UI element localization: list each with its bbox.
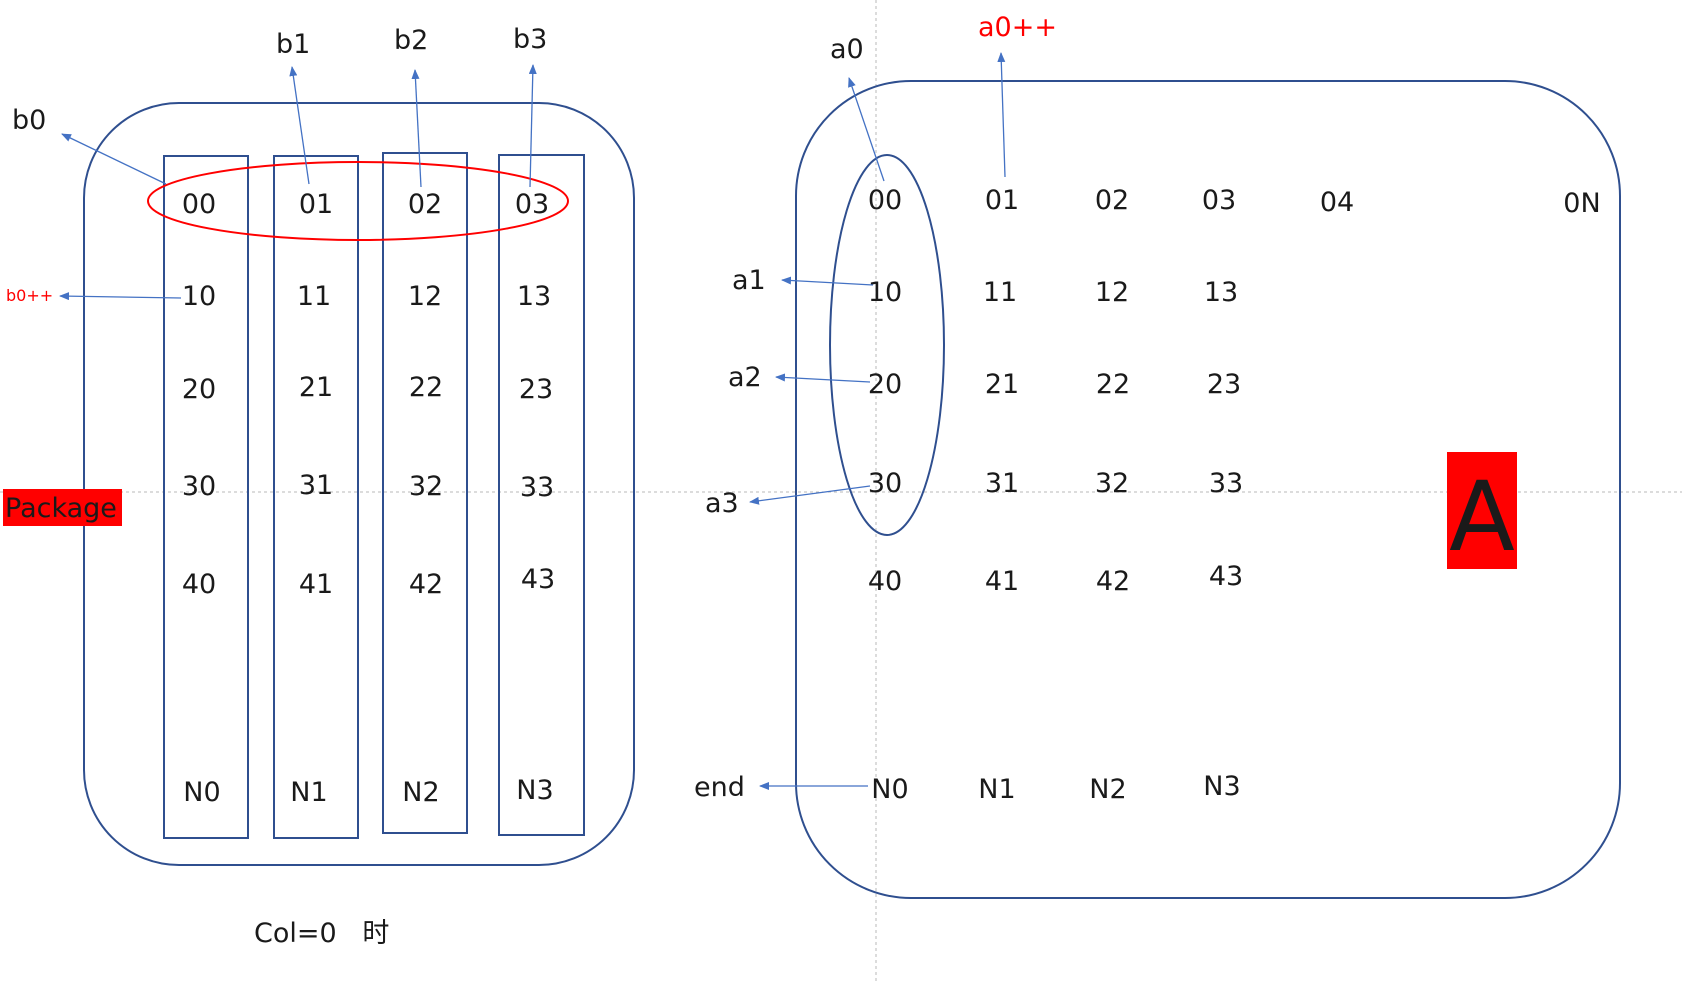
b3-label: b3 [513, 24, 547, 55]
left-cell: 13 [517, 281, 551, 312]
right-cell: 41 [985, 566, 1019, 597]
right-cell: 0N [1563, 188, 1600, 219]
left-column-1-box [273, 155, 359, 839]
left-cell: 30 [182, 471, 216, 502]
left-cell: 10 [182, 281, 216, 312]
left-cell: 42 [409, 569, 443, 600]
left-cell: N2 [402, 777, 439, 808]
left-package-frame [83, 102, 635, 866]
left-cell: 03 [515, 189, 549, 220]
b3-arrow [528, 64, 537, 188]
right-cell: 22 [1096, 369, 1130, 400]
a1-label: a1 [732, 265, 766, 296]
a3-label: a3 [705, 488, 739, 519]
left-first-row-highlight [147, 161, 569, 241]
right-cell: N0 [871, 774, 908, 805]
left-cell: 41 [299, 569, 333, 600]
left-cell: 12 [408, 281, 442, 312]
left-cell: 00 [182, 189, 216, 220]
right-cell: 02 [1095, 185, 1129, 216]
right-cell: 42 [1096, 566, 1130, 597]
caption: Col=0 时 [254, 918, 389, 949]
right-cell: 10 [868, 277, 902, 308]
left-column-3-box [498, 154, 585, 836]
end-label: end [694, 772, 745, 803]
left-cell: 31 [299, 470, 333, 501]
left-cell: 20 [182, 374, 216, 405]
right-cell: 21 [985, 369, 1019, 400]
right-cell: 40 [868, 566, 902, 597]
right-cell: 01 [985, 185, 1019, 216]
left-cell: N1 [290, 777, 327, 808]
left-cell: N3 [516, 775, 553, 806]
right-cell: 00 [868, 185, 902, 216]
b0-arrow [61, 133, 167, 185]
b1-label: b1 [276, 29, 310, 60]
b0-increment-label: b0++ [6, 286, 53, 305]
b0-increment-arrow [59, 292, 182, 301]
left-cell: 40 [182, 569, 216, 600]
left-cell: 23 [519, 374, 553, 405]
right-cell: 13 [1204, 277, 1238, 308]
right-cell: 20 [868, 369, 902, 400]
left-column-0-box [163, 155, 249, 839]
left-cell: 22 [409, 372, 443, 403]
package-label: Package [5, 493, 117, 524]
left-cell: N0 [183, 777, 220, 808]
left-cell: 02 [408, 189, 442, 220]
right-cell: 30 [868, 468, 902, 499]
right-cell: N3 [1203, 771, 1240, 802]
right-cell: N2 [1089, 774, 1126, 805]
left-column-2-box [382, 152, 468, 834]
a3-arrow [749, 485, 871, 505]
a2-arrow [775, 373, 871, 383]
left-cell: 43 [521, 564, 555, 595]
right-cell: 33 [1209, 468, 1243, 499]
right-cell: 31 [985, 468, 1019, 499]
b2-arrow [411, 69, 422, 188]
left-cell: 32 [409, 471, 443, 502]
b0-label: b0 [12, 105, 46, 136]
a0-increment-arrow [997, 52, 1006, 178]
left-cell: 01 [299, 189, 333, 220]
b2-label: b2 [394, 25, 428, 56]
package-label-bg [3, 489, 122, 526]
right-cell: 23 [1207, 369, 1241, 400]
b1-arrow [289, 66, 310, 185]
right-cell: 43 [1209, 561, 1243, 592]
right-first-column-highlight [829, 154, 945, 536]
left-cell: 11 [297, 281, 331, 312]
right-cell: 03 [1202, 185, 1236, 216]
right-matrix-frame [795, 80, 1621, 899]
a0-increment-label: a0++ [978, 12, 1057, 43]
right-cell: N1 [978, 774, 1015, 805]
left-cell: 21 [299, 372, 333, 403]
right-cell: 12 [1095, 277, 1129, 308]
matrix-label-bg [1447, 452, 1517, 569]
left-cell: 33 [520, 472, 554, 503]
a1-arrow [781, 276, 874, 286]
a2-label: a2 [728, 362, 762, 393]
matrix-label: A [1449, 461, 1515, 573]
a0-label: a0 [830, 34, 864, 65]
a0-arrow [848, 77, 885, 182]
right-cell: 11 [983, 277, 1017, 308]
right-cell: 32 [1095, 468, 1129, 499]
right-cell: 04 [1320, 187, 1354, 218]
